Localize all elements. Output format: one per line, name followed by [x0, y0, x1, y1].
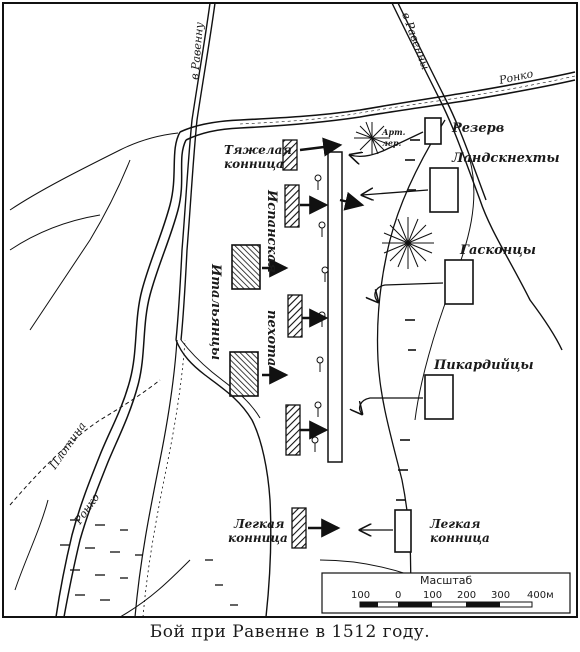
light-cavalry-fr-block: [394, 509, 412, 553]
heavy-cavalry-label-2: конница: [224, 157, 284, 171]
side-streams: [9, 132, 191, 618]
french-arrows: [350, 131, 444, 530]
scale-title: Масштаб: [420, 574, 472, 587]
canal: [134, 339, 178, 618]
italian-blocks: [229, 244, 261, 397]
french-blocks: [394, 117, 474, 553]
light-cavalry-right-label-1: Легкая: [429, 517, 480, 531]
attack-arrows: [262, 137, 365, 538]
light-cavalry-left-label-2: конница: [228, 531, 288, 545]
light-cavalry-sp-block: [291, 507, 307, 549]
troop-dashes: [396, 139, 420, 501]
marsh: [60, 519, 238, 606]
artillery-label-2: лер.: [382, 138, 402, 148]
gascons-label: Гасконцы: [459, 243, 536, 258]
dam-line: [9, 379, 161, 506]
road-label-left: в Равенну: [188, 21, 206, 80]
spanish-label-2: пехота: [264, 310, 279, 366]
map-frame: [2, 2, 578, 618]
landsknechts-block: [429, 167, 459, 213]
artillery-pieces: [311, 174, 329, 452]
landsknechts-label: Ландскнехты: [451, 151, 560, 166]
gascons-block: [444, 259, 474, 305]
scale-tick-0: 100: [351, 590, 370, 601]
reserve-block: [424, 117, 442, 145]
river-label-bottom: Ронко: [71, 491, 102, 528]
scale-tick-5: 400м: [527, 590, 554, 601]
spanish-infantry-blocks: [282, 139, 303, 456]
reserve-label: Резерв: [451, 121, 504, 136]
scale-tick-4: 300: [491, 590, 510, 601]
map-svg: в Равенну в Равенны Ронко Ронко Плотина …: [2, 2, 578, 618]
scale-tick-1: 0: [395, 590, 401, 601]
entrenchment: [327, 151, 343, 463]
smoke-marks: [354, 121, 434, 269]
spanish-label-1: Испанская: [264, 189, 279, 273]
scale-tick-3: 200: [457, 590, 476, 601]
light-cavalry-right-label-2: конница: [430, 531, 490, 545]
scale-tick-2: 100: [423, 590, 442, 601]
dam-label: Плотина: [46, 420, 89, 473]
river-ronco: [55, 71, 576, 618]
picards-label: Пикардийцы: [433, 358, 534, 373]
picards-block: [424, 374, 454, 420]
map-caption: Бой при Равенне в 1512 году.: [149, 622, 431, 642]
artillery-label-1: Арт.: [381, 127, 406, 137]
heavy-cavalry-block: [282, 139, 298, 171]
heavy-cavalry-label-1: Тяжелая: [224, 143, 292, 157]
road-label-right: в Равенны: [399, 11, 432, 72]
light-cavalry-left-label-1: Легкая: [233, 517, 284, 531]
scale-bar: Масштаб 100 0 100 200 300 400м: [321, 572, 571, 614]
italians-label: Итальянцы: [208, 263, 223, 360]
